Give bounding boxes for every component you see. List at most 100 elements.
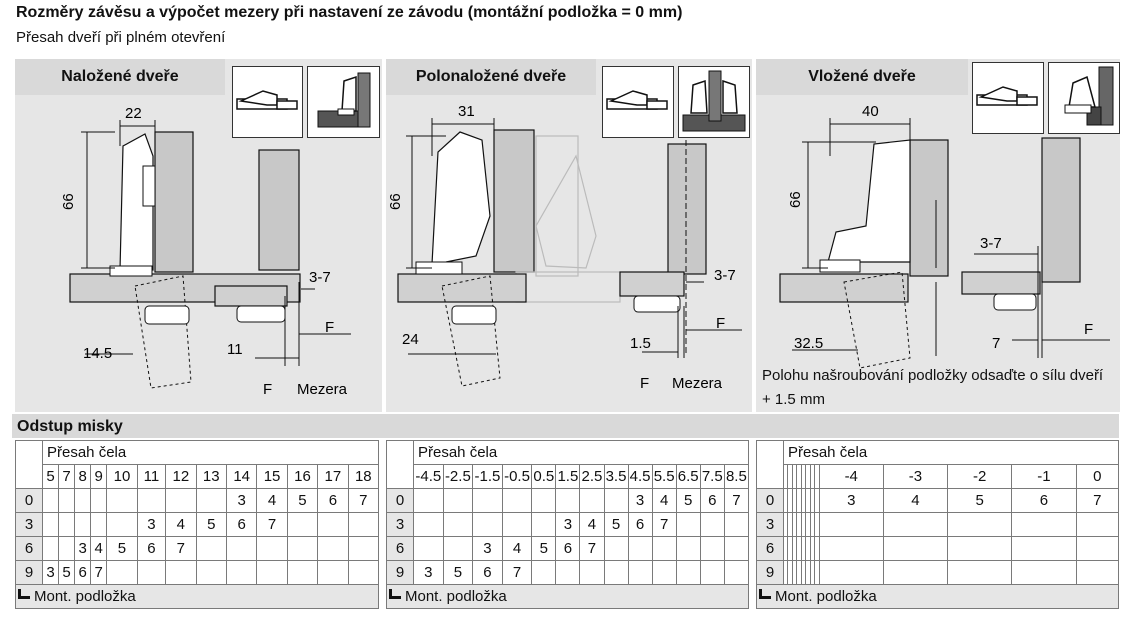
table-cell: 5 bbox=[947, 488, 1013, 513]
section-cup-distance-title: Odstup misky bbox=[12, 414, 1119, 438]
table-cell: 6 bbox=[472, 560, 503, 585]
table-cell bbox=[627, 536, 653, 561]
table-corner-cell bbox=[15, 440, 43, 489]
table-cell: 7 bbox=[723, 488, 750, 513]
table-cell: 6 bbox=[74, 560, 92, 585]
table-cell: 5 bbox=[442, 560, 474, 585]
table-cell: 4 bbox=[165, 512, 197, 537]
table-footer: Mont. podložka bbox=[386, 584, 749, 609]
table-cell bbox=[74, 488, 92, 513]
table-column-header: -2.5 bbox=[442, 464, 474, 489]
table-column-header: 13 bbox=[195, 464, 227, 489]
table-cell: 6 bbox=[699, 488, 725, 513]
table-cell bbox=[603, 488, 629, 513]
table-cell bbox=[347, 560, 380, 585]
panel-half-overlay-heading: Polonaložené dveře bbox=[386, 59, 596, 95]
table-cell: 4 bbox=[651, 488, 677, 513]
table-cell bbox=[41, 536, 60, 561]
table-cell bbox=[106, 488, 138, 513]
table-column-header: -3 bbox=[882, 464, 949, 489]
table-cell bbox=[286, 560, 319, 585]
inset-dim-gap: 7 bbox=[992, 335, 1000, 352]
table-column-header: 15 bbox=[256, 464, 288, 489]
table-column-header: 11 bbox=[136, 464, 167, 489]
table-cell bbox=[58, 488, 76, 513]
table-cell bbox=[286, 512, 319, 537]
table-cell: 6 bbox=[317, 488, 349, 513]
table-cell: 4 bbox=[90, 536, 108, 561]
table-cell bbox=[501, 488, 533, 513]
table-cell bbox=[317, 512, 349, 537]
table-cell bbox=[165, 488, 197, 513]
half-overlay-dim-reveal: 3-7 bbox=[714, 267, 736, 284]
table-cell bbox=[627, 560, 653, 585]
table-cell: 3 bbox=[136, 512, 167, 537]
table-cell bbox=[603, 560, 629, 585]
inset-hinge-front-icon bbox=[1048, 62, 1120, 134]
table-cell bbox=[136, 488, 167, 513]
half-overlay-hinge-drawing: 31 66 3-7 24 1.5 F F Mezera bbox=[387, 103, 742, 392]
table-row-label: 9 bbox=[386, 560, 414, 585]
table-cell: 4 bbox=[501, 536, 533, 561]
table-cell: 7 bbox=[347, 488, 380, 513]
table-column-header: 4.5 bbox=[627, 464, 653, 489]
table-cell: 6 bbox=[1011, 488, 1077, 513]
table-cell bbox=[723, 560, 750, 585]
table-row: 3 bbox=[756, 512, 1119, 537]
table-cell bbox=[58, 536, 76, 561]
half-overlay-dim-bottom: 24 bbox=[402, 331, 419, 348]
table-row-label: 0 bbox=[756, 488, 784, 513]
table-cell bbox=[1011, 560, 1077, 585]
table-footer-label: Mont. podložka bbox=[34, 588, 136, 605]
table-cell: 3 bbox=[74, 536, 92, 561]
table-row: 6 bbox=[756, 536, 1119, 561]
table-row-label: 3 bbox=[15, 512, 43, 537]
table-column-header: 14 bbox=[225, 464, 258, 489]
table-cell bbox=[106, 560, 138, 585]
table-cell: 3 bbox=[472, 536, 503, 561]
overlay-label-gap: Mezera bbox=[297, 381, 348, 398]
table-column-header: 12 bbox=[165, 464, 197, 489]
table-cell: 3 bbox=[413, 560, 444, 585]
inset-label-f-dim: F bbox=[1084, 321, 1093, 338]
inset-hinge-side-icon bbox=[972, 62, 1044, 134]
table-cell bbox=[882, 512, 949, 537]
panel-overlay-heading: Naložené dveře bbox=[15, 59, 225, 95]
table-column-header: -4 bbox=[818, 464, 884, 489]
table-cell: 5 bbox=[286, 488, 319, 513]
corner-arrow-icon bbox=[759, 589, 771, 599]
table-cell: 3 bbox=[225, 488, 258, 513]
table-column-header: 9 bbox=[90, 464, 108, 489]
table-cell: 6 bbox=[136, 536, 167, 561]
table-row-label: 9 bbox=[756, 560, 784, 585]
table-cell bbox=[579, 488, 605, 513]
table-cell bbox=[882, 536, 949, 561]
table-cell: 7 bbox=[90, 560, 108, 585]
overlay-dim-gap: 11 bbox=[227, 341, 243, 358]
table-cell bbox=[58, 512, 76, 537]
table-cell bbox=[442, 512, 474, 537]
table-column-header: 0 bbox=[1075, 464, 1119, 489]
table-cell: 5 bbox=[106, 536, 138, 561]
table-cell bbox=[651, 536, 677, 561]
table-cell bbox=[256, 536, 288, 561]
table-footer: Mont. podložka bbox=[15, 584, 379, 609]
overlay-label-f: F bbox=[263, 381, 272, 398]
table-cell: 7 bbox=[579, 536, 605, 561]
table-header-label: Přesah čela bbox=[783, 440, 1119, 465]
table-cell: 4 bbox=[882, 488, 949, 513]
inset-note: Polohu našroubování podložky odsaďte o s… bbox=[762, 367, 1104, 408]
inset-dim-bottom: 32.5 bbox=[794, 335, 823, 352]
table-cell bbox=[165, 560, 197, 585]
table-row-label: 0 bbox=[15, 488, 43, 513]
table-column-header: 17 bbox=[317, 464, 349, 489]
half-overlay-label-gap: Mezera bbox=[672, 375, 723, 392]
table-cell bbox=[195, 488, 227, 513]
